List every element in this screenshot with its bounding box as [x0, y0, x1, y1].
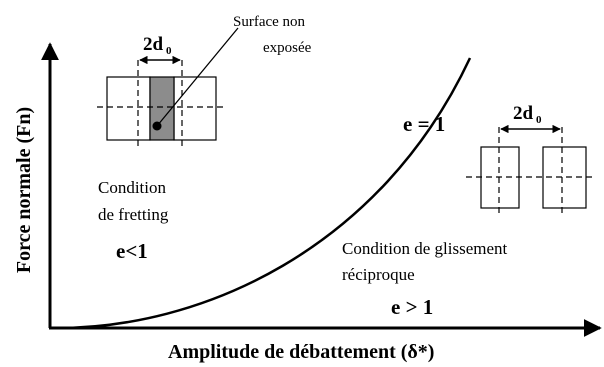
sliding-condition-line2: réciproque: [342, 265, 415, 284]
sliding-e-value: e > 1: [391, 295, 434, 319]
fretting-width-subscript: 0: [166, 45, 172, 57]
curve-label: e = 1: [403, 112, 446, 136]
fretting-condition-line2: de fretting: [98, 205, 169, 224]
fretting-e-value: e<1: [116, 239, 148, 263]
y-axis-label: Force normale (Fn): [13, 107, 35, 273]
fretting-width-label: 2d: [143, 34, 164, 55]
sliding-width-subscript: 0: [536, 114, 542, 126]
fretting-left-pad: [106, 76, 151, 141]
surface-note-line2: exposée: [263, 40, 312, 56]
surface-note-leader: [156, 27, 239, 127]
unexposed-surface: [149, 76, 175, 141]
fretting-right-pad: [173, 76, 217, 141]
e-equals-1-curve: [51, 57, 472, 330]
contact-point: [152, 121, 162, 131]
fretting-condition-line1: Condition: [98, 178, 167, 197]
sliding-condition-line1: Condition de glissement: [342, 239, 508, 258]
sliding-width-label: 2d: [513, 103, 534, 124]
fretting-contact-sketch: [97, 27, 239, 150]
surface-note-line1: Surface non: [233, 14, 306, 30]
sliding-contact-sketch: [466, 124, 594, 216]
x-axis-label: Amplitude de débattement (δ*): [168, 341, 435, 363]
